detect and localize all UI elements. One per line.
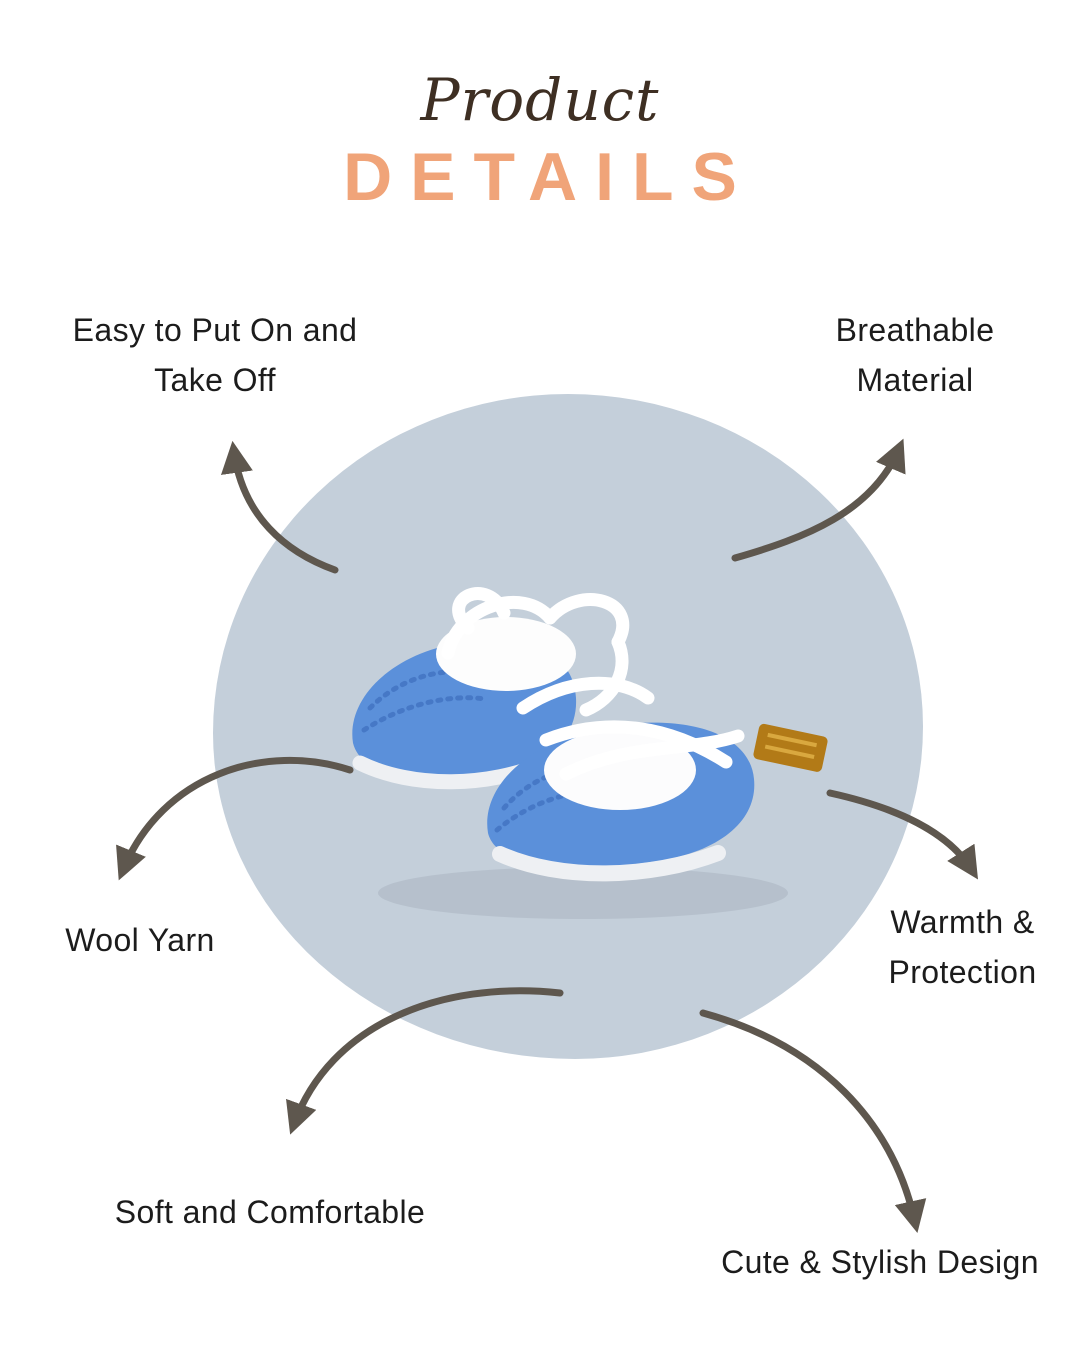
feature-label-line: Soft and Comfortable bbox=[114, 1194, 426, 1230]
feature-easy-on-off: Easy to Put On and Take Off bbox=[40, 306, 390, 405]
feature-warmth-protection: Warmth & Protection bbox=[845, 898, 1080, 997]
tag-icon bbox=[753, 723, 828, 772]
feature-breathable-material: Breathable Material bbox=[755, 306, 1075, 405]
shoe-shadow bbox=[378, 867, 788, 919]
feature-label-line: Warmth & bbox=[890, 904, 1035, 940]
page-title: DETAILS bbox=[343, 139, 755, 215]
product-photo-crochet-booties bbox=[352, 587, 828, 919]
header: Product DETAILS bbox=[0, 0, 1080, 216]
laces bbox=[441, 587, 745, 781]
feature-label-line: Take Off bbox=[154, 361, 276, 398]
feature-label-line: Wool Yarn bbox=[65, 922, 215, 958]
feature-label-line: Breathable bbox=[835, 312, 995, 348]
title-script: Product bbox=[420, 66, 660, 134]
feature-wool-yarn: Wool Yarn bbox=[25, 916, 255, 966]
left-bootie bbox=[352, 617, 577, 790]
arrow-bottom-right-icon bbox=[699, 1009, 927, 1234]
feature-label-line: Material bbox=[856, 361, 974, 398]
feature-soft-comfortable: Soft and Comfortable bbox=[60, 1188, 480, 1238]
feature-label-line: Easy to Put On and bbox=[72, 312, 358, 348]
feature-label-line: Cute & Stylish Design bbox=[721, 1244, 1039, 1280]
feature-label-line: Protection bbox=[888, 953, 1037, 990]
feature-cute-stylish: Cute & Stylish Design bbox=[680, 1238, 1080, 1288]
